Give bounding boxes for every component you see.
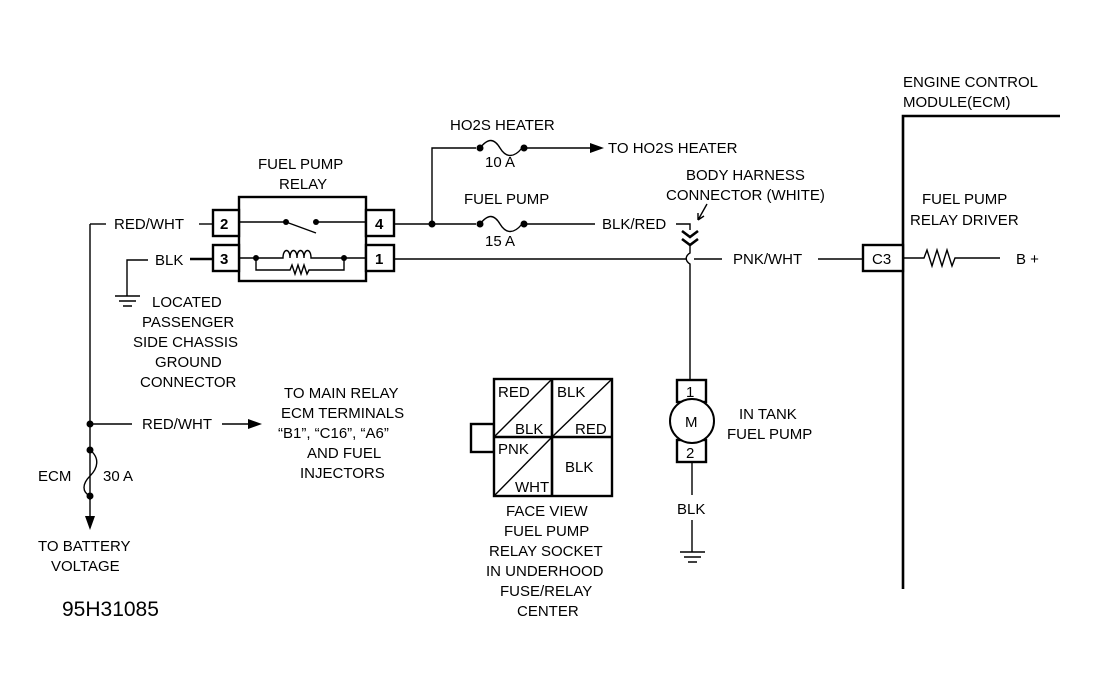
relay-socket-face-view: RED BLK BLK RED PNK WHT BLK FACE VIEW FU… xyxy=(469,377,614,620)
ground-note-line2: PASSENGER xyxy=(142,314,234,331)
ecm-title-line1: ENGINE CONTROL xyxy=(903,74,1038,91)
socket-caption-line5: FUSE/RELAY xyxy=(500,583,592,600)
main-relay-note-line2: ECM TERMINALS xyxy=(281,405,404,422)
arrow-to-ho2s-icon xyxy=(590,143,604,153)
battery-note-line2: VOLTAGE xyxy=(51,558,120,575)
wire-label-pump-blk: BLK xyxy=(677,501,705,518)
ground-note-line3: SIDE CHASSIS xyxy=(133,334,238,351)
ho2s-fuse-rating: 10 A xyxy=(485,154,515,171)
left-wiring: RED/WHT BLK LOCATED PASSENGER SIDE CHASS… xyxy=(38,216,404,575)
ecm-fuse-rating: 30 A xyxy=(103,468,133,485)
wire-label-blk-red: BLK/RED xyxy=(602,216,666,233)
relay-switch xyxy=(239,221,366,234)
socket-caption-line6: CENTER xyxy=(517,603,579,620)
wire-label-red-wht-pin2: RED/WHT xyxy=(114,216,184,233)
fuel-pump-fuse-15a xyxy=(479,215,523,233)
ho2s-destination: TO HO2S HEATER xyxy=(608,140,738,157)
ecm-boundary xyxy=(901,114,1060,589)
socket-cell-br: BLK xyxy=(565,459,593,476)
socket-cell-tl-a: RED xyxy=(498,384,530,401)
socket-cell-bl-b: WHT xyxy=(515,479,549,496)
body-harness-line1: BODY HARNESS xyxy=(686,167,805,184)
ecm-fuse-30a xyxy=(83,449,98,497)
wire-label-blk-pin3: BLK xyxy=(155,252,183,269)
figure-id: 95H31085 xyxy=(62,598,159,621)
ho2s-fuse-name: HO2S HEATER xyxy=(450,117,555,134)
arrow-to-battery-icon xyxy=(85,516,95,530)
ground-note-line5: CONNECTOR xyxy=(140,374,237,391)
wire-label-red-wht-branch: RED/WHT xyxy=(142,416,212,433)
fuel-pump-fuse-name: FUEL PUMP xyxy=(464,191,549,208)
socket-caption-line4: IN UNDERHOOD xyxy=(486,563,604,580)
ecm-driver-line1: FUEL PUMP xyxy=(922,191,1007,208)
relay-title-line1: FUEL PUMP xyxy=(258,156,343,173)
socket-cell-tr-b: RED xyxy=(575,421,607,438)
relay-title-line2: RELAY xyxy=(279,176,327,193)
main-relay-note-line4: AND FUEL xyxy=(307,445,381,462)
relay-pin-4-label: 4 xyxy=(375,216,384,233)
pump-pin-1-label: 1 xyxy=(686,384,694,401)
fuel-pump-relay: FUEL PUMP RELAY 2 3 4 1 xyxy=(211,156,396,283)
wire-label-pnk-wht: PNK/WHT xyxy=(733,251,802,268)
main-relay-note-line5: INJECTORS xyxy=(300,465,385,482)
main-relay-note-line1: TO MAIN RELAY xyxy=(284,385,398,402)
relay-pin-4 xyxy=(364,208,396,238)
ecm-module: ENGINE CONTROL MODULE(ECM) FUEL PUMP REL… xyxy=(861,74,1060,589)
ecm-connector-c3 xyxy=(861,243,905,273)
relay-pin-2 xyxy=(211,208,241,238)
ecm-title-line2: MODULE(ECM) xyxy=(903,94,1011,111)
socket-tab xyxy=(469,422,496,454)
ecm-supply-label: B + xyxy=(1016,251,1039,268)
pump-label-line2: FUEL PUMP xyxy=(727,426,812,443)
relay-pin-2-label: 2 xyxy=(220,216,228,233)
pump-label-line1: IN TANK xyxy=(739,406,797,423)
motor-icon xyxy=(669,398,715,444)
socket-cell-tl-b: BLK xyxy=(515,421,543,438)
body-harness-connector-icon xyxy=(681,229,699,247)
fuel-pump-fuse-rating: 15 A xyxy=(485,233,515,250)
fuse-wiring: HO2S HEATER 10 A TO HO2S HEATER FUEL PUM… xyxy=(394,117,863,380)
socket-caption-line1: FACE VIEW xyxy=(506,503,589,520)
ecm-connector-c3-label: C3 xyxy=(872,251,891,268)
battery-note-line1: TO BATTERY xyxy=(38,538,131,555)
pointer-arrow-icon xyxy=(697,203,708,221)
socket-caption-line3: RELAY SOCKET xyxy=(489,543,603,560)
ecm-driver-line2: RELAY DRIVER xyxy=(910,212,1019,229)
ecm-fuse-name: ECM xyxy=(38,468,71,485)
relay-pin-3-label: 3 xyxy=(220,251,228,268)
ho2s-fuse-10a xyxy=(479,139,523,157)
pump-ground-icon xyxy=(680,551,705,563)
ground-note-line1: LOCATED xyxy=(152,294,222,311)
in-tank-fuel-pump: 1 2 M IN TANK FUEL PUMP BLK xyxy=(669,378,812,563)
relay-coil-resistor xyxy=(255,258,345,277)
relay-coil xyxy=(239,249,366,259)
ground-note-line4: GROUND xyxy=(155,354,222,371)
chassis-ground-icon xyxy=(115,295,140,307)
body-harness-line2: CONNECTOR (WHITE) xyxy=(666,187,825,204)
socket-caption-line2: FUEL PUMP xyxy=(504,523,589,540)
pump-pin-2-label: 2 xyxy=(686,445,694,462)
motor-symbol: M xyxy=(685,414,698,431)
relay-body xyxy=(237,195,368,283)
relay-pin-1-label: 1 xyxy=(375,251,383,268)
socket-cell-bl-a: PNK xyxy=(498,441,529,458)
arrow-to-main-relay-icon xyxy=(248,419,262,429)
socket-cell-tr-a: BLK xyxy=(557,384,585,401)
ecm-driver-resistor xyxy=(903,247,1000,269)
main-relay-note-line3: “B1”, “C16”, “A6” xyxy=(278,425,389,442)
